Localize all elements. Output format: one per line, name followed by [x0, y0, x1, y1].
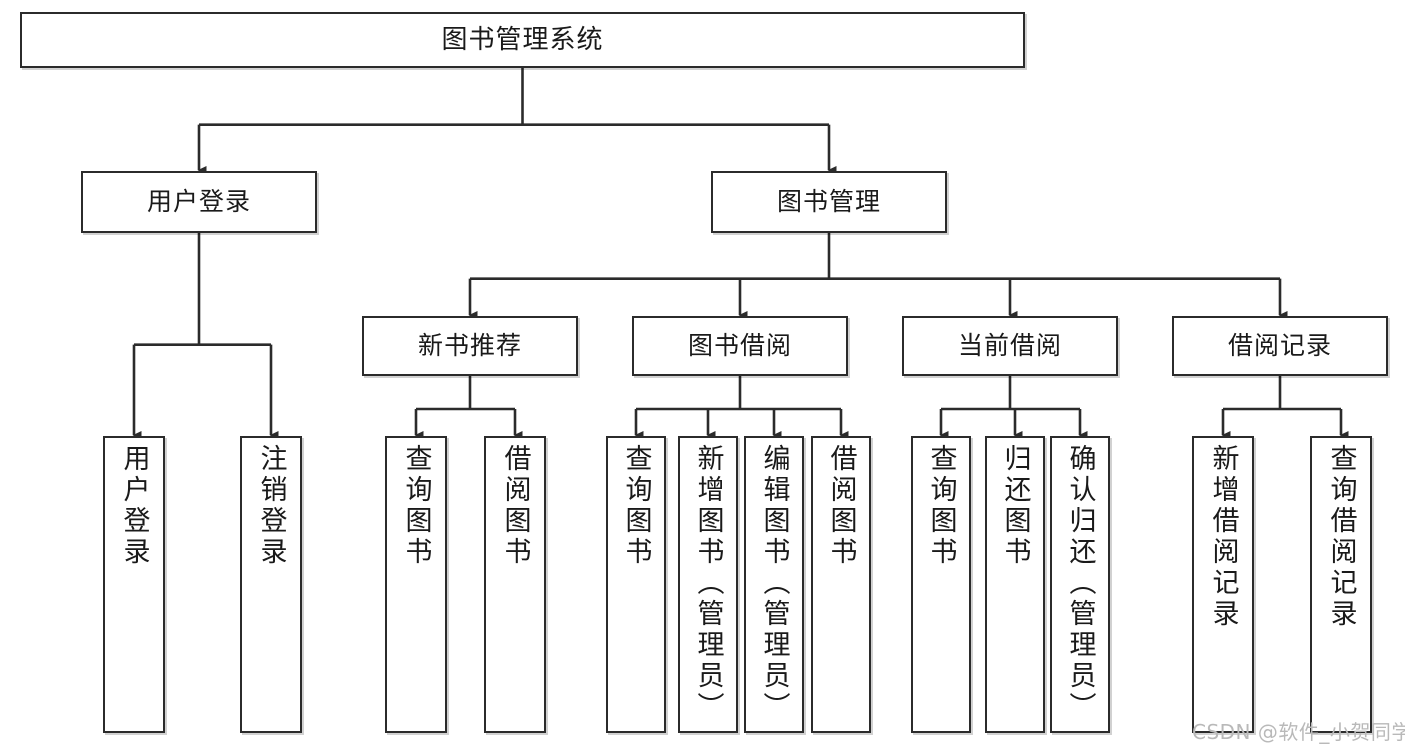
csdn-watermark: CSDN @软件_小贺同学 [1192, 720, 1405, 744]
node-label: 借阅记录 [1227, 331, 1332, 361]
node-label: 归还图书 [999, 444, 1031, 568]
node-label: 查询图书 [400, 444, 432, 568]
node-leaf-query-book-c[interactable]: 查询图书 [911, 436, 971, 733]
node-leaf-query-record[interactable]: 查询借阅记录 [1310, 436, 1372, 733]
node-leaf-add-record[interactable]: 新增借阅记录 [1192, 436, 1254, 733]
node-leaf-return-book[interactable]: 归还图书 [985, 436, 1045, 733]
node-label: 确认归还（管理员） [1064, 444, 1096, 723]
node-label: 当前借阅 [957, 331, 1062, 361]
node-label: 编辑图书（管理员） [758, 444, 790, 723]
node-label: 查询图书 [925, 444, 957, 568]
node-leaf-borrow-book-b[interactable]: 借阅图书 [811, 436, 871, 733]
node-l3-book-borrow[interactable]: 图书借阅 [632, 316, 848, 376]
node-label: 新书推荐 [417, 331, 522, 361]
node-leaf-query-book-b[interactable]: 查询图书 [606, 436, 666, 733]
node-leaf-add-book[interactable]: 新增图书（管理员） [678, 436, 738, 733]
node-l3-current-borrow[interactable]: 当前借阅 [902, 316, 1118, 376]
node-label: 借阅图书 [825, 444, 857, 568]
node-leaf-user-login[interactable]: 用户登录 [103, 436, 165, 733]
node-label: 图书借阅 [687, 331, 792, 361]
node-label: 查询图书 [620, 444, 652, 568]
node-label: 借阅图书 [499, 444, 531, 568]
node-root[interactable]: 图书管理系统 [20, 12, 1025, 68]
node-label: 查询借阅记录 [1325, 444, 1357, 630]
node-leaf-query-book-a[interactable]: 查询图书 [385, 436, 447, 733]
node-label: 用户登录 [146, 187, 251, 217]
node-label: 图书管理系统 [441, 24, 604, 55]
node-label: 图书管理 [776, 187, 881, 217]
edge-group [132, 68, 1349, 440]
node-label: 新增借阅记录 [1207, 444, 1239, 630]
node-leaf-borrow-book-a[interactable]: 借阅图书 [484, 436, 546, 733]
node-l2-user-login[interactable]: 用户登录 [81, 171, 317, 233]
node-label: 新增图书（管理员） [692, 444, 724, 723]
node-leaf-confirm-return[interactable]: 确认归还（管理员） [1050, 436, 1110, 733]
node-label: 用户登录 [118, 444, 150, 568]
node-label: 注销登录 [255, 444, 287, 568]
node-leaf-logout[interactable]: 注销登录 [240, 436, 302, 733]
node-l3-borrow-record[interactable]: 借阅记录 [1172, 316, 1388, 376]
node-leaf-edit-book[interactable]: 编辑图书（管理员） [744, 436, 804, 733]
node-l2-book-mgmt[interactable]: 图书管理 [711, 171, 947, 233]
node-l3-new-book-rec[interactable]: 新书推荐 [362, 316, 578, 376]
